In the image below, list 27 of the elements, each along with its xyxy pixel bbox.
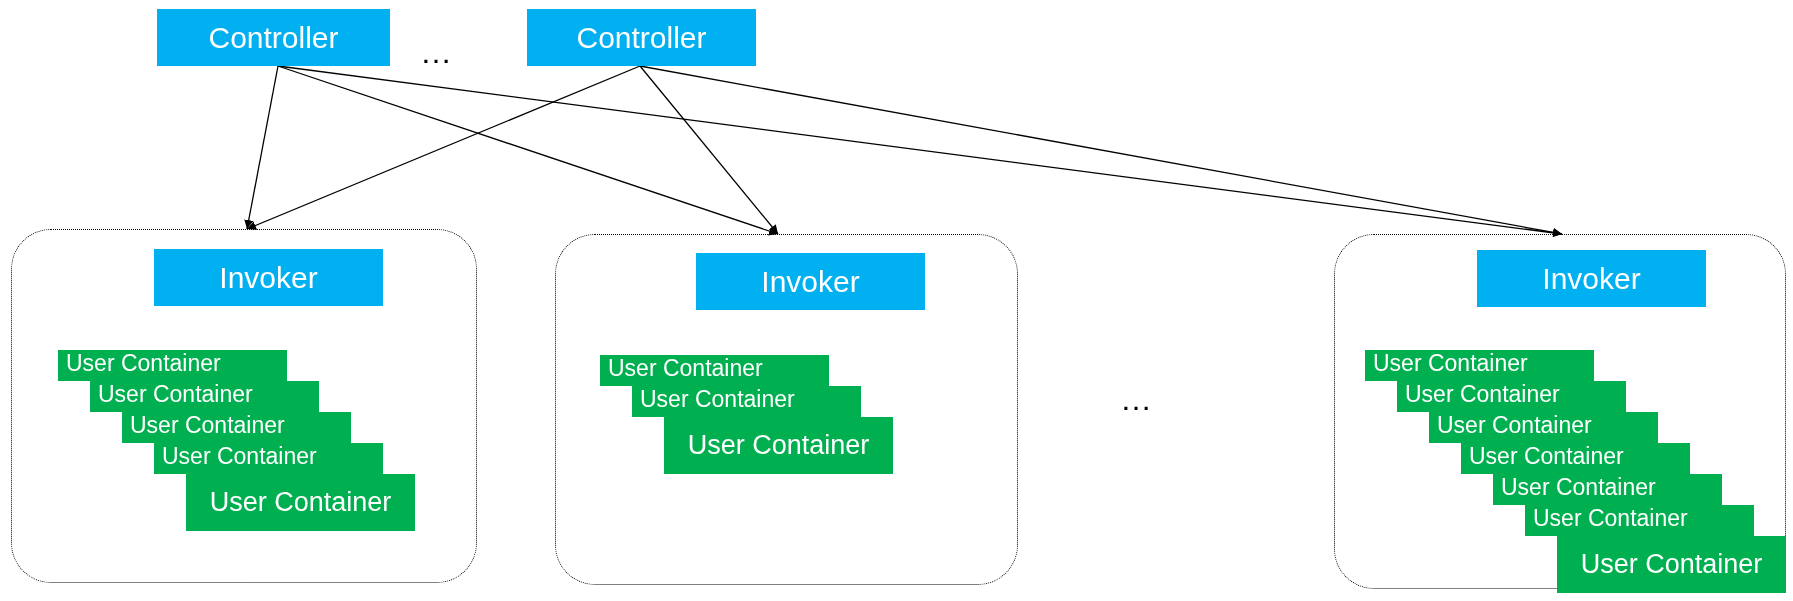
invoker-box: Invoker xyxy=(154,249,383,306)
user-container-box: User Container xyxy=(1429,412,1658,443)
ellipsis-text: … xyxy=(1120,380,1152,419)
invoker-box: Invoker xyxy=(1477,250,1706,307)
user-container-box: User Container xyxy=(90,381,319,412)
controller-box: Controller xyxy=(157,9,390,66)
arrow xyxy=(246,65,641,230)
user-container-box: User Container xyxy=(1365,350,1594,381)
user-container-box: User Container xyxy=(58,350,287,381)
arrow xyxy=(639,65,779,235)
arrow xyxy=(639,65,1563,237)
arrow xyxy=(277,65,779,236)
user-container-box: User Container xyxy=(1461,443,1690,474)
user-container-box: User Container xyxy=(122,412,351,443)
controller-box: Controller xyxy=(527,9,756,66)
user-container-box: User Container xyxy=(1397,381,1626,412)
user-container-box: User Container xyxy=(1525,505,1754,536)
arrow xyxy=(244,65,279,230)
user-container-box: User Container xyxy=(1557,536,1786,593)
user-container-box: User Container xyxy=(632,386,861,417)
invoker-box: Invoker xyxy=(696,253,925,310)
user-container-box: User Container xyxy=(600,355,829,386)
user-container-box: User Container xyxy=(664,417,893,474)
user-container-box: User Container xyxy=(154,443,383,474)
ellipsis-text: … xyxy=(420,33,452,72)
user-container-box: User Container xyxy=(186,474,415,531)
user-container-box: User Container xyxy=(1493,474,1722,505)
